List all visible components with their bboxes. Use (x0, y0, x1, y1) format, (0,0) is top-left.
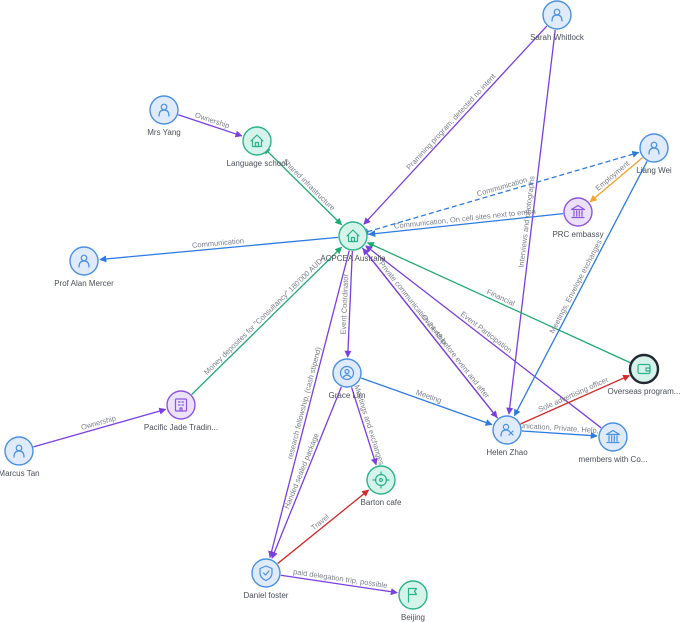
edge-label: Sole advertising officer (537, 375, 610, 414)
node-circle[interactable] (598, 422, 628, 452)
edge-acpcea-grace[interactable] (344, 250, 353, 358)
node-label: members with Co... (579, 455, 648, 464)
node-alan[interactable]: Prof Alan Mercer (54, 246, 114, 288)
building-icon (174, 398, 188, 412)
edge-members-acpcea[interactable] (365, 245, 602, 429)
edge-label: Event Coordinator (339, 273, 351, 334)
edge-langschool-acpcea[interactable] (263, 147, 343, 226)
node-pacific[interactable]: Pacific Jade Tradin... (144, 390, 218, 432)
node-circle[interactable] (563, 197, 593, 227)
edge-label: Ownership (420, 313, 449, 347)
edge-label: Ownership (80, 413, 117, 431)
node-label: Pacific Jade Tradin... (144, 423, 218, 432)
edge-acpcea-daniel[interactable] (268, 250, 350, 559)
node-daniel[interactable]: Daniel foster (244, 558, 289, 600)
bank-icon (570, 204, 586, 219)
bank-icon (605, 429, 621, 444)
edge-mrsyang-langschool[interactable] (178, 114, 243, 138)
node-label: Grace Lim (329, 391, 366, 400)
node-circle[interactable] (366, 465, 396, 495)
shield-icon (259, 565, 273, 582)
node-label: Daniel foster (244, 591, 289, 600)
node-helen[interactable]: Helen Zhao (486, 415, 528, 457)
edge-label: Handed sealed package (282, 432, 321, 510)
node-circle[interactable] (166, 390, 196, 420)
edge-label: Shared infrastructure (281, 157, 337, 213)
person-icon (551, 8, 563, 22)
edge-sarah-acpcea[interactable] (363, 25, 548, 225)
edge-prc-acpcea[interactable] (368, 212, 564, 238)
home-icon (250, 134, 264, 148)
edge-daniel-beijing[interactable] (280, 574, 398, 596)
node-overseas[interactable]: Overseas program... (608, 353, 680, 396)
person-icon (13, 444, 25, 458)
edge-label: Communication (476, 175, 529, 198)
edge-label: Pramining program, detected no intent (404, 71, 498, 172)
home-icon (346, 229, 360, 243)
person-x-icon (500, 423, 514, 437)
person-icon (78, 254, 90, 268)
node-barton[interactable]: Barton cafe (361, 465, 402, 507)
node-acpcea[interactable]: ACPCEA Australia (320, 221, 386, 263)
edge-helen-overseas[interactable] (520, 374, 631, 425)
edge-acpcea-alan[interactable] (99, 236, 339, 263)
edge-liangwei-helen[interactable] (513, 161, 648, 417)
person-icon (648, 141, 660, 155)
edge-label: Ownership (194, 110, 231, 130)
node-sarah[interactable]: Sarah Whitlock (530, 0, 585, 42)
edge-pacific-acpcea[interactable] (191, 246, 343, 395)
edge-grace-daniel[interactable] (271, 386, 342, 559)
node-members[interactable]: members with Co... (579, 422, 648, 464)
edge-label: Interviews and photographs (517, 175, 537, 268)
node-circle[interactable] (628, 353, 660, 385)
edge-label: Financial (485, 287, 516, 308)
node-liangwei[interactable]: Liang Wei (636, 133, 672, 175)
node-grace[interactable]: Grace Lim (329, 358, 366, 400)
node-langschool[interactable]: Language school (227, 126, 288, 168)
node-marcus[interactable]: Marcus Tan (0, 436, 40, 478)
edge-label: Meetings, Envelope exchanges (548, 238, 604, 335)
node-label: Overseas program... (608, 387, 680, 396)
node-prc[interactable]: PRC embassy (552, 197, 604, 239)
node-label: Marcus Tan (0, 469, 40, 478)
edge-sarah-helen[interactable] (506, 29, 556, 415)
edge-grace-helen[interactable] (360, 377, 493, 426)
node-label: ACPCEA Australia (320, 254, 386, 263)
node-label: Liang Wei (636, 166, 672, 175)
node-label: Language school (227, 159, 288, 168)
node-circle[interactable] (251, 558, 281, 588)
edge-daniel-barton[interactable] (277, 489, 370, 565)
target-icon (372, 471, 390, 489)
node-circle[interactable] (338, 221, 368, 251)
node-beijing[interactable]: Beijing (398, 580, 428, 622)
edge-label: Money deposites for "Consultancy" 180'00… (202, 256, 324, 377)
node-circle[interactable] (242, 126, 272, 156)
edge-marcus-pacific[interactable] (33, 407, 167, 448)
node-label: PRC embassy (552, 230, 603, 239)
edge-overseas-acpcea[interactable] (366, 242, 631, 364)
edge-grace-barton[interactable] (350, 387, 378, 466)
edges-layer (33, 25, 648, 596)
edge-helen-members[interactable] (521, 430, 598, 440)
edge-acpcea-helen[interactable] (361, 247, 498, 419)
wallet-icon (637, 363, 651, 375)
node-label: Barton cafe (361, 498, 402, 507)
node-label: Prof Alan Mercer (54, 279, 114, 288)
node-label: Helen Zhao (486, 448, 528, 457)
node-mrsyang[interactable]: Mrs Yang (147, 95, 181, 137)
flag-icon (407, 587, 418, 603)
edge-label: Communication (192, 236, 245, 250)
person-icon (158, 103, 170, 117)
node-label: Mrs Yang (147, 128, 181, 137)
person-badge-icon (339, 365, 355, 381)
node-label: Sarah Whitlock (530, 33, 585, 42)
node-label: Beijing (401, 613, 425, 622)
edge-acpcea-liangwei[interactable] (361, 150, 640, 235)
edge-label: Event Participation (459, 309, 514, 354)
